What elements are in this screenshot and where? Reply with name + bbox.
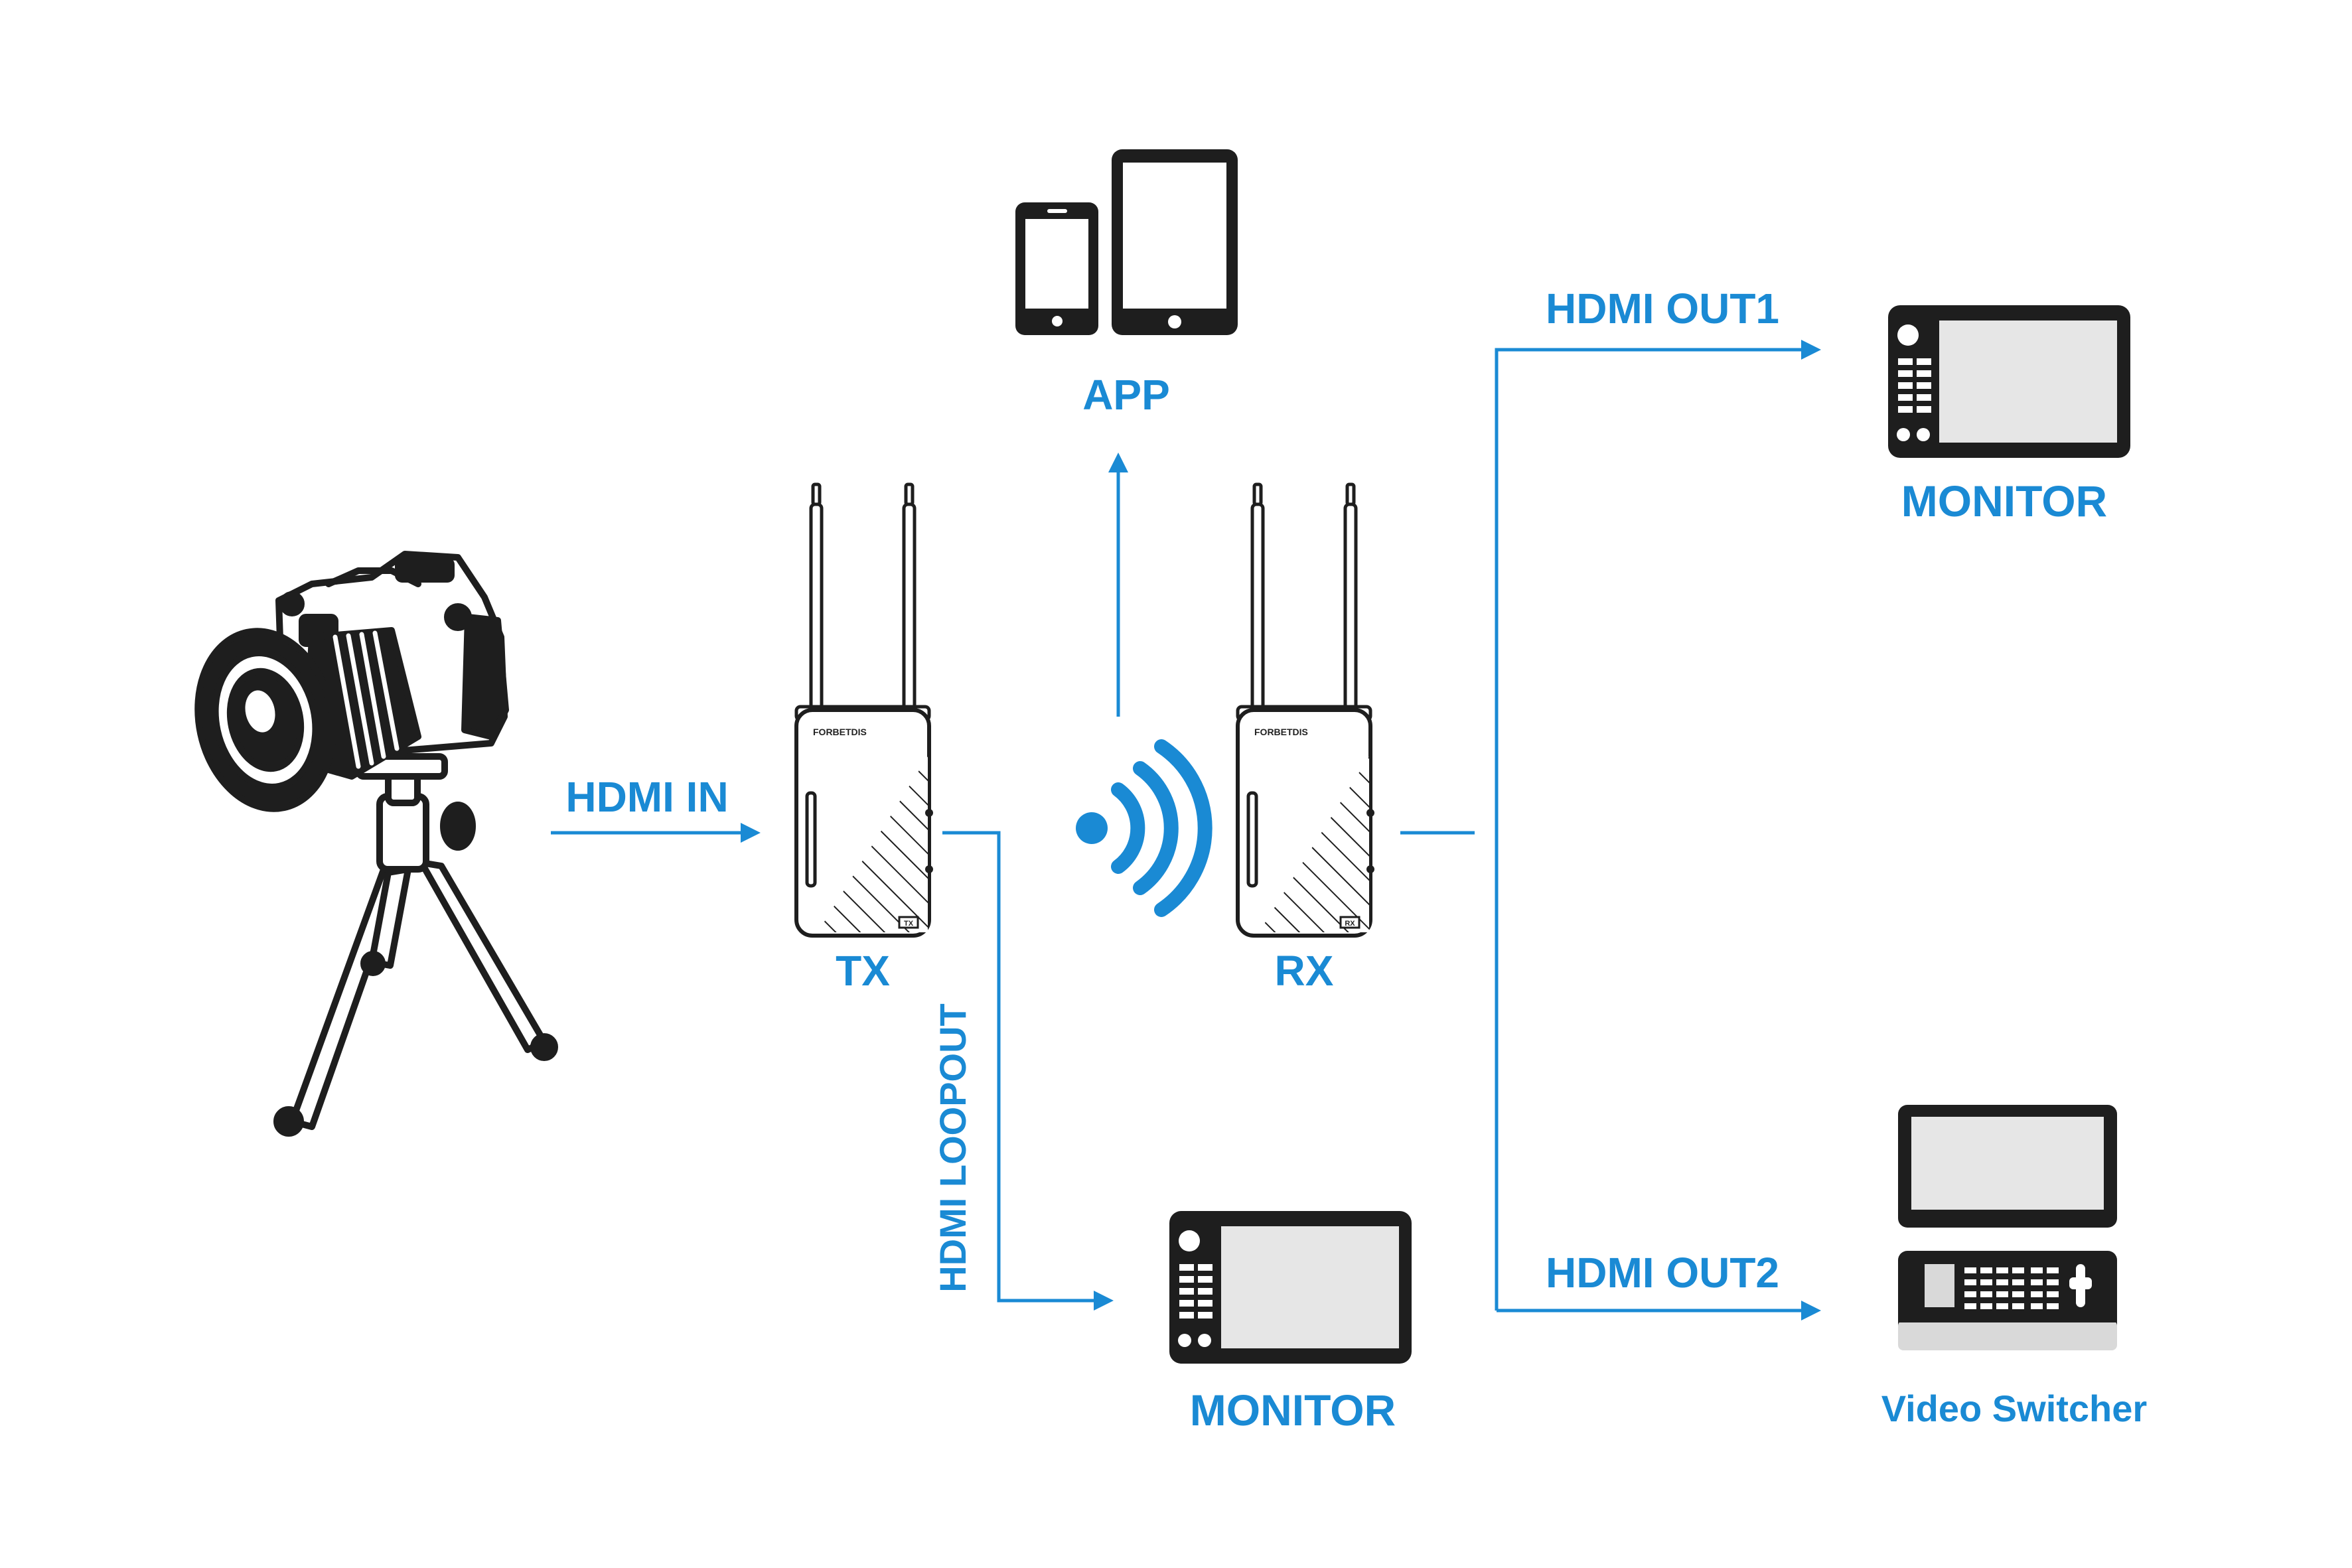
tx-antenna-left (809, 482, 824, 712)
rx-antenna-left (1250, 482, 1265, 712)
smartphone-icon (1015, 202, 1098, 335)
rx-receiver: FORBETDIS RX (1236, 482, 1374, 938)
camera-on-tripod-icon (194, 551, 558, 1137)
hdmi-out1-line (1495, 340, 1821, 1311)
label-hdmi-in: HDMI IN (565, 773, 728, 821)
label-hdmi-out2: HDMI OUT2 (1546, 1249, 1779, 1297)
rx-stripe-panel (1259, 756, 1369, 932)
wireless-signal-icon (1076, 739, 1213, 917)
connections (551, 340, 1821, 1320)
label-tx: TX (836, 947, 890, 995)
label-video-switcher: Video Switcher (1881, 1388, 2147, 1429)
camera-lens (194, 627, 421, 812)
label-app: APP (1082, 371, 1170, 419)
label-monitor-bottom: MONITOR (1190, 1386, 1396, 1435)
field-monitor-bottom-icon (1169, 1211, 1412, 1364)
tx-antenna-right (902, 482, 917, 712)
label-rx: RX (1275, 947, 1334, 995)
label-hdmi-loopout: HDMI LOOPOUT (932, 1003, 974, 1293)
tripod (273, 753, 558, 1137)
tx-transmitter: FORBETDIS TX (794, 482, 933, 938)
label-hdmi-out1: HDMI OUT1 (1546, 285, 1779, 332)
rx-antenna-right (1343, 482, 1358, 712)
hdmi-loopout-line (942, 831, 1114, 1311)
tx-stripe-panel (818, 756, 928, 932)
label-monitor-top: MONITOR (1901, 476, 2107, 526)
tx-device-tag: TX (904, 920, 914, 928)
video-switcher-icon (1898, 1105, 2117, 1350)
field-monitor-top-icon (1888, 305, 2130, 458)
rx-brand: FORBETDIS (1254, 727, 1308, 737)
tablet-icon (1112, 149, 1238, 335)
tx-brand: FORBETDIS (813, 727, 867, 737)
rx-device-tag: RX (1345, 920, 1355, 928)
